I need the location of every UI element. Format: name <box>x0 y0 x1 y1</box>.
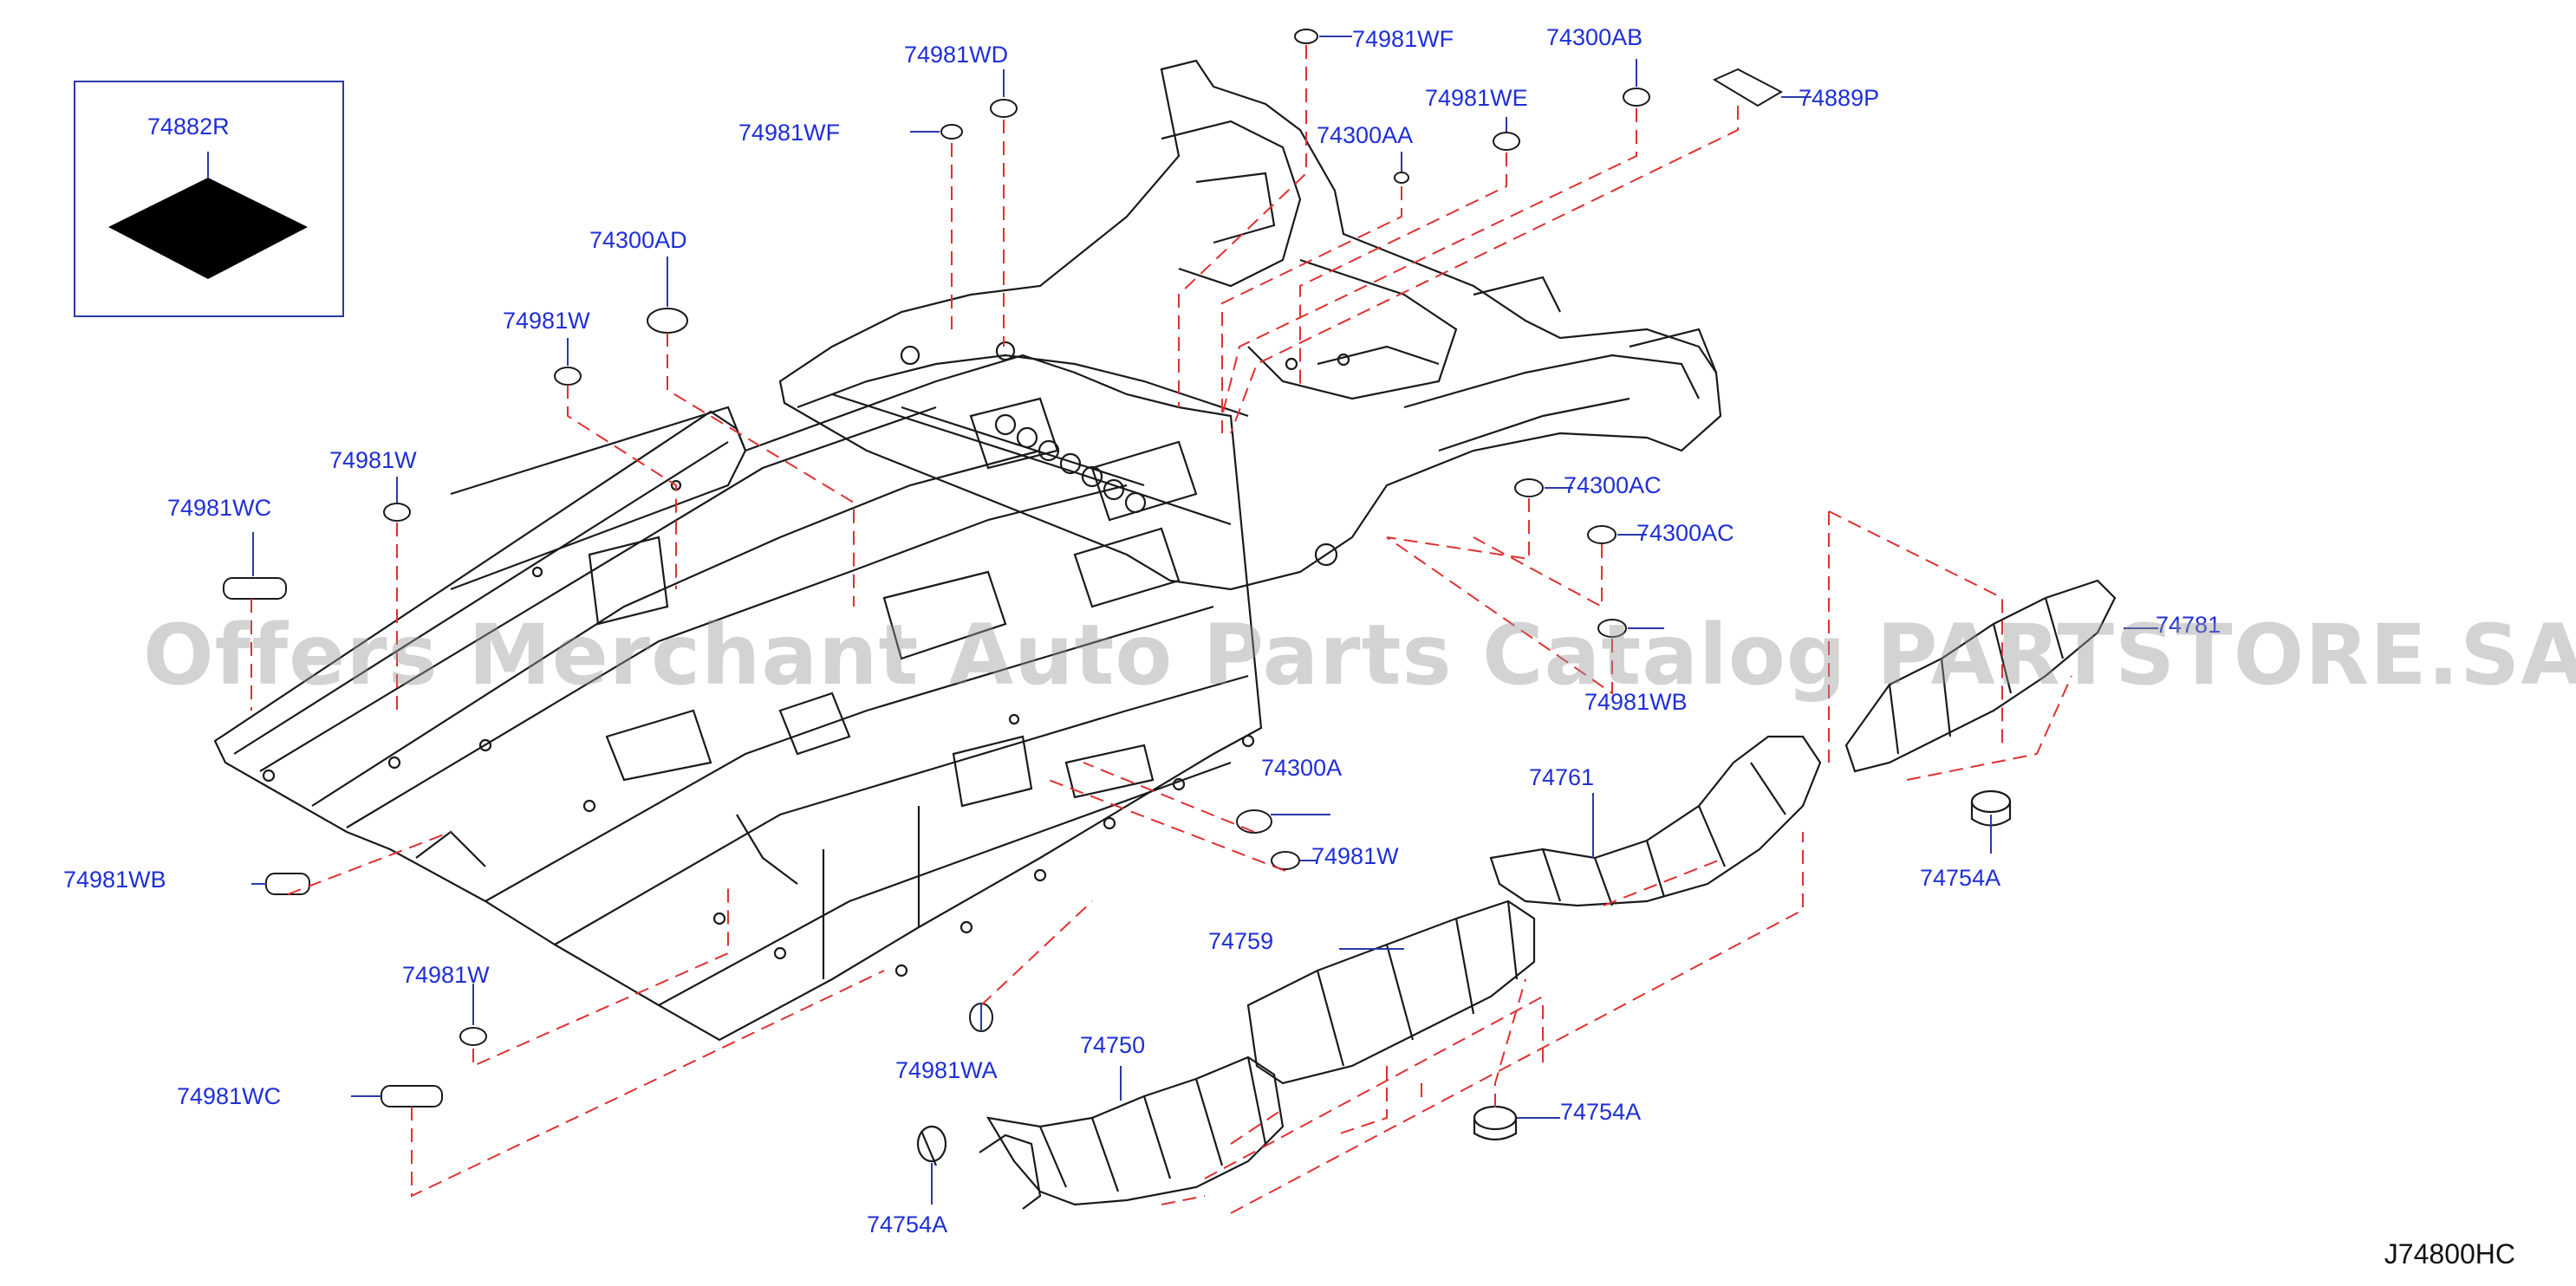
callout-74300AC-2[interactable]: 74300AC <box>1636 520 1734 546</box>
callout-74981WB-right[interactable]: 74981WB <box>1584 689 1688 715</box>
callout-leaders <box>251 36 2158 1205</box>
callout-74981WB-left[interactable]: 74981WB <box>63 867 166 893</box>
callout-74750[interactable]: 74750 <box>1080 1032 1146 1058</box>
callout-74754A-1[interactable]: 74754A <box>1920 865 2001 891</box>
callout-74300AD[interactable]: 74300AD <box>589 227 687 253</box>
callout-74300AA[interactable]: 74300AA <box>1317 122 1414 148</box>
plugs <box>223 29 1784 1107</box>
callout-74981WA[interactable]: 74981WA <box>895 1057 998 1083</box>
callout-74981WF-right[interactable]: 74981WF <box>1352 26 1454 52</box>
callout-74300AC-1[interactable]: 74300AC <box>1564 472 1662 498</box>
callout-74981W-2[interactable]: 74981W <box>329 447 417 473</box>
callout-74300A[interactable]: 74300A <box>1261 755 1343 781</box>
callout-74981W-1[interactable]: 74981W <box>503 308 590 334</box>
callout-74981WF-left[interactable]: 74981WF <box>738 120 841 146</box>
callout-74761[interactable]: 74761 <box>1529 764 1595 790</box>
diagram-code: J74800HC <box>2384 1238 2515 1270</box>
callout-74981WE[interactable]: 74981WE <box>1425 85 1528 111</box>
callout-74981W-3[interactable]: 74981W <box>1311 843 1399 869</box>
watermark: Offers Merchant Auto Parts Catalog PARTS… <box>143 607 2576 704</box>
inset-label[interactable]: 74882R <box>147 114 230 140</box>
leader-lines <box>250 45 2072 1214</box>
callout-74754A-3[interactable]: 74754A <box>867 1211 948 1237</box>
callout-74781[interactable]: 74781 <box>2156 612 2221 638</box>
callout-74889P[interactable]: 74889P <box>1799 85 1880 111</box>
callout-74759[interactable]: 74759 <box>1208 928 1274 954</box>
pad-74882R-shape <box>108 178 308 279</box>
callout-74981WC-2[interactable]: 74981WC <box>177 1083 282 1109</box>
callout-74981W-4[interactable]: 74981W <box>402 962 490 988</box>
callout-74300AB[interactable]: 74300AB <box>1546 24 1643 50</box>
rear-floor-panel <box>778 59 1722 591</box>
callout-74981WC-1[interactable]: 74981WC <box>167 495 272 521</box>
callout-74981WD[interactable]: 74981WD <box>904 42 1009 68</box>
callout-74754A-2[interactable]: 74754A <box>1560 1099 1642 1125</box>
front-floor-panel <box>213 354 1263 1042</box>
heat-insulators <box>916 579 2117 1210</box>
inset-box <box>74 81 344 317</box>
